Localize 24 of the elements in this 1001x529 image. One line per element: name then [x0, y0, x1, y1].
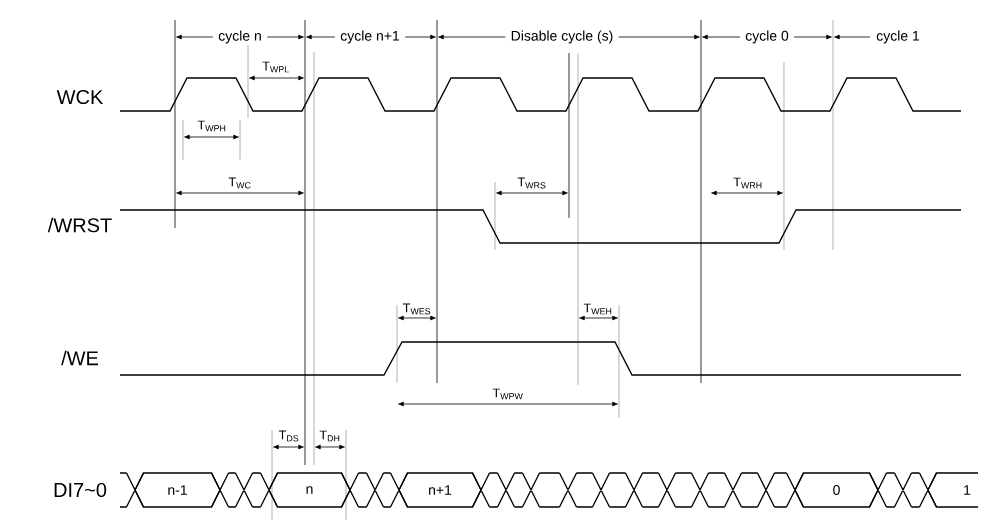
signal-name: WCK	[56, 89, 104, 105]
timing-parameter: T$_{WPW}$	[492, 388, 523, 400]
signal-name: /WRST	[47, 217, 112, 233]
signal-name: /WE	[61, 350, 99, 366]
timing-parameter: T$_{DH}$	[319, 430, 340, 442]
data-segment: n	[268, 472, 351, 508]
data-segment: n+1	[398, 472, 482, 508]
cycle-label: cycle n	[212, 29, 268, 45]
signal-name: DI7~0	[54, 482, 107, 498]
cycle-label: cycle n+1	[334, 29, 406, 45]
data-segment: 1	[927, 472, 979, 508]
cycle-label: cycle 0	[739, 29, 795, 45]
timing-parameter: T$_{WPH}$	[197, 120, 226, 132]
data-segment: 0	[794, 472, 879, 508]
timing-parameter: T$_{WRH}$	[733, 177, 762, 189]
timing-parameter: T$_{WPL}$	[262, 61, 289, 73]
cycle-label: Disable cycle (s)	[505, 29, 619, 45]
timing-parameter: T$_{WRS}$	[517, 177, 546, 189]
timing-parameter: T$_{DS}$	[278, 430, 299, 442]
data-segment: n-1	[134, 472, 221, 508]
cycle-label: cycle 1	[870, 29, 926, 45]
timing-parameter: T$_{WES}$	[403, 303, 431, 315]
timing-parameter: T$_{WEH}$	[583, 303, 612, 315]
timing-parameter: T$_{WC}$	[228, 177, 251, 189]
